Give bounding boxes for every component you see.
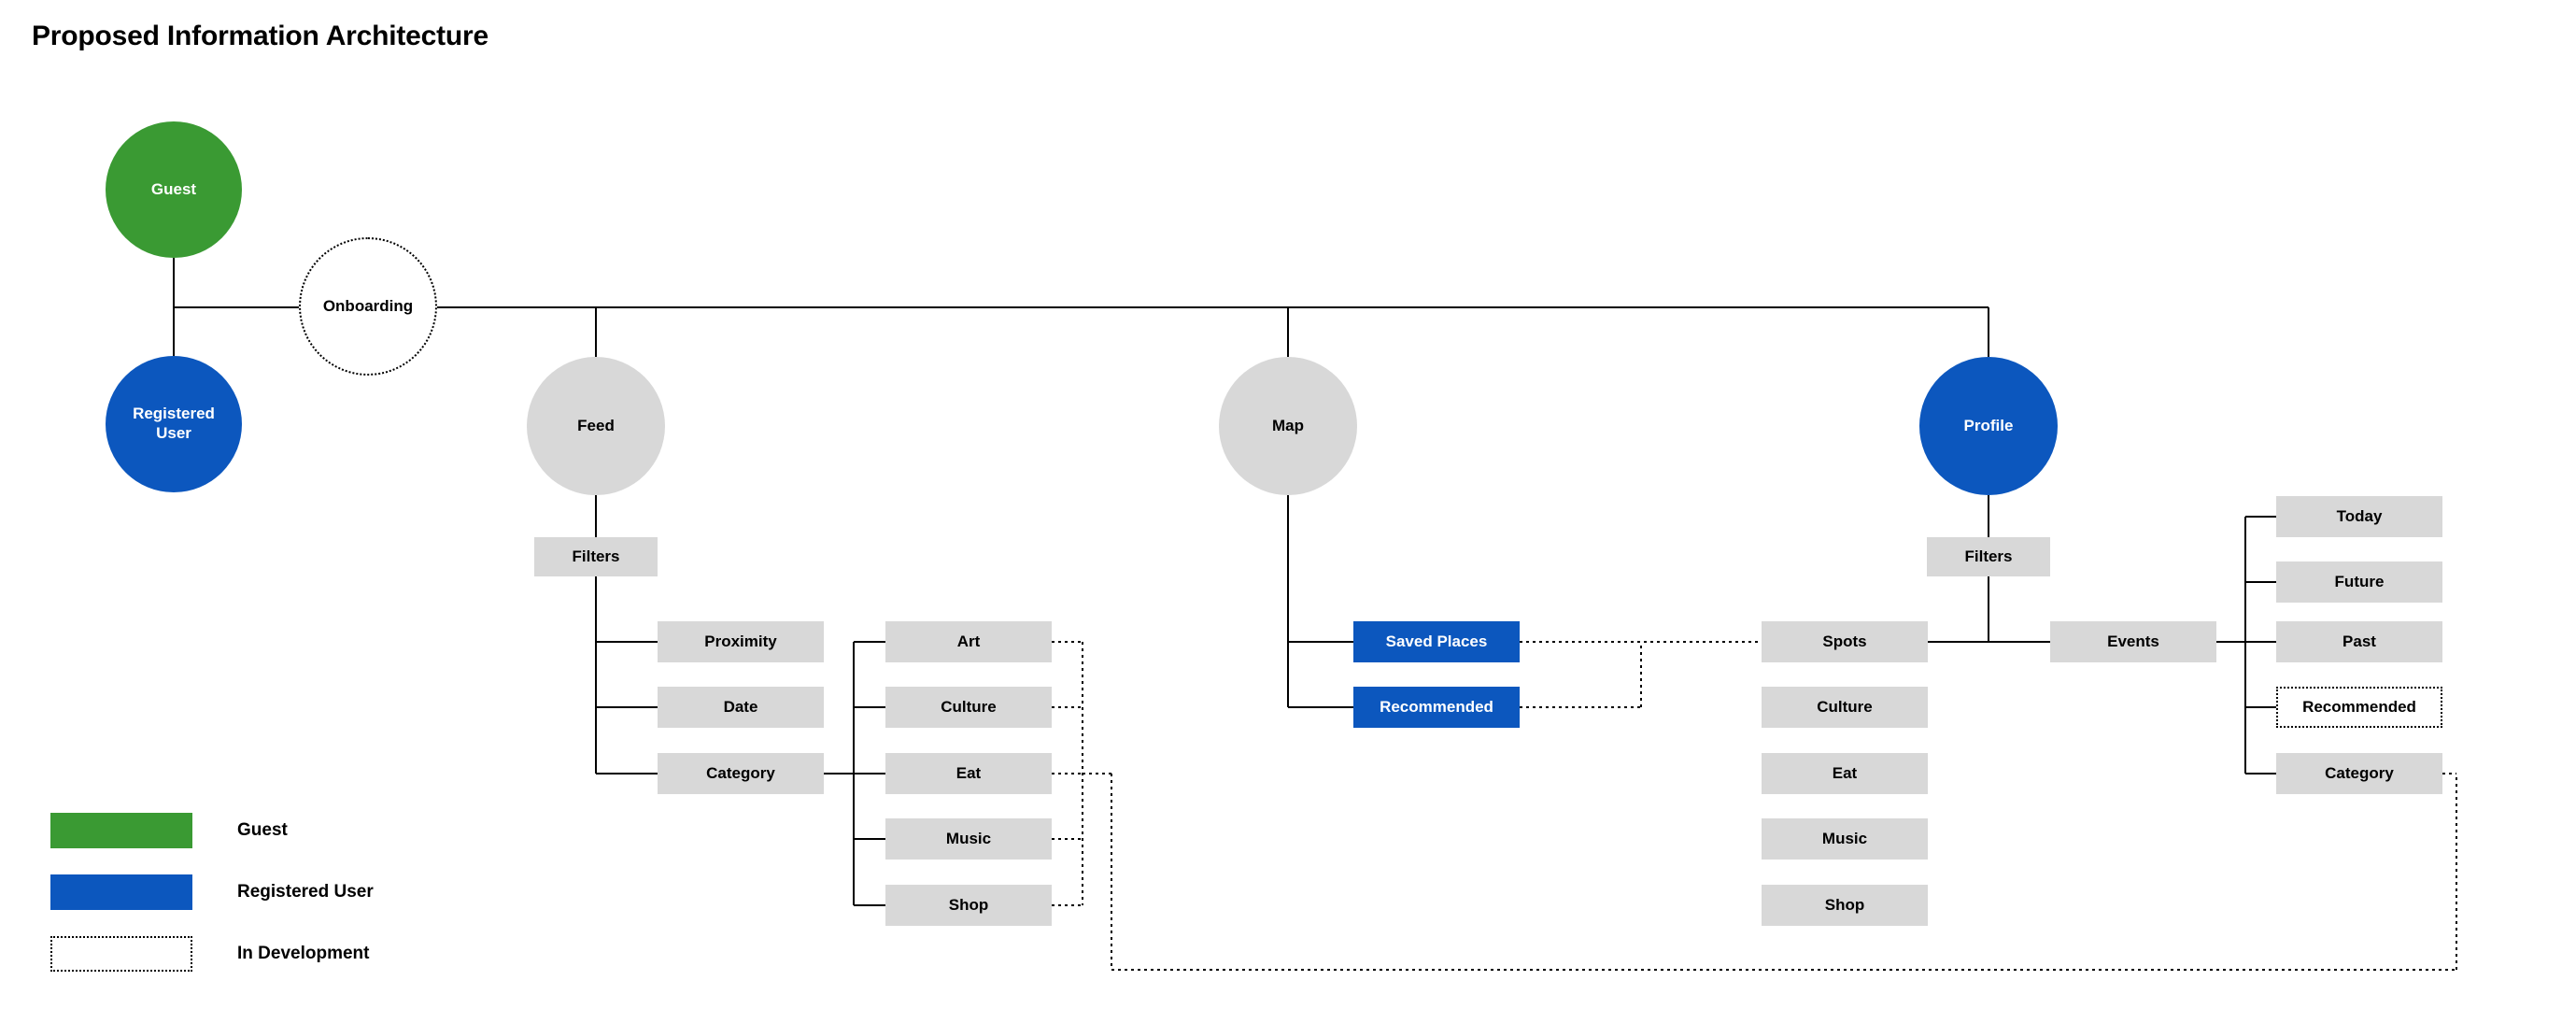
node-events-label: Events <box>2107 632 2159 650</box>
node-category-feed[interactable]: Category <box>658 753 824 794</box>
node-profile-filters-label: Filters <box>1964 547 2013 565</box>
node-recommended-map[interactable]: Recommended <box>1353 687 1520 728</box>
node-feed-label: Feed <box>577 416 615 434</box>
node-culture-feed[interactable]: Culture <box>885 687 1052 728</box>
node-culture-profile-label: Culture <box>1817 697 1873 716</box>
legend-item-guest: Guest <box>50 800 374 861</box>
node-today[interactable]: Today <box>2276 496 2442 537</box>
node-eat-feed-label: Eat <box>955 763 982 782</box>
node-eat-profile[interactable]: Eat <box>1762 753 1928 794</box>
node-eat-feed[interactable]: Eat <box>885 753 1052 794</box>
node-saved-places[interactable]: Saved Places <box>1353 621 1520 662</box>
node-profile-label: Profile <box>1963 416 2014 434</box>
page-title: Proposed Information Architecture <box>32 21 489 51</box>
node-proximity[interactable]: Proximity <box>658 621 824 662</box>
legend-label-guest: Guest <box>237 820 288 840</box>
node-past[interactable]: Past <box>2276 621 2442 662</box>
node-recommended-map-label: Recommended <box>1380 697 1493 716</box>
legend-swatch-in-development <box>50 936 192 972</box>
node-shop-feed-label: Shop <box>948 895 989 914</box>
node-profile-filters[interactable]: Filters <box>1927 537 2050 576</box>
node-map-label: Map <box>1272 416 1304 434</box>
node-category-profile-label: Category <box>2325 763 2394 782</box>
node-spots-label: Spots <box>1822 632 1867 650</box>
node-registered-user-label: Registered User <box>133 405 215 442</box>
node-music-feed-label: Music <box>945 829 992 847</box>
node-spots[interactable]: Spots <box>1762 621 1928 662</box>
legend: Guest Registered User In Development <box>50 800 374 985</box>
node-date-label: Date <box>723 697 758 716</box>
legend-swatch-guest <box>50 813 192 848</box>
node-map[interactable]: Map <box>1219 357 1357 495</box>
node-music-profile[interactable]: Music <box>1762 818 1928 860</box>
node-past-label: Past <box>2342 632 2376 650</box>
node-saved-places-label: Saved Places <box>1385 632 1488 650</box>
node-eat-profile-label: Eat <box>1832 763 1858 782</box>
node-registered-user[interactable]: Registered User <box>106 356 242 492</box>
legend-item-registered-user: Registered User <box>50 861 374 923</box>
node-shop-profile-label: Shop <box>1824 895 1865 914</box>
legend-label-in-development: In Development <box>237 944 370 963</box>
node-feed-filters-label: Filters <box>572 547 620 565</box>
node-guest-label: Guest <box>150 179 197 198</box>
node-art[interactable]: Art <box>885 621 1052 662</box>
node-music-feed[interactable]: Music <box>885 818 1052 860</box>
node-category-feed-label: Category <box>706 763 775 782</box>
node-profile[interactable]: Profile <box>1919 357 2058 495</box>
node-feed-filters[interactable]: Filters <box>534 537 658 576</box>
legend-label-registered-user: Registered User <box>237 882 374 902</box>
node-future[interactable]: Future <box>2276 561 2442 603</box>
node-music-profile-label: Music <box>1821 829 1868 847</box>
node-category-profile[interactable]: Category <box>2276 753 2442 794</box>
legend-swatch-registered-user <box>50 874 192 910</box>
node-date[interactable]: Date <box>658 687 824 728</box>
node-onboarding[interactable]: Onboarding <box>299 237 437 376</box>
node-events[interactable]: Events <box>2050 621 2216 662</box>
node-recommended-profile-label: Recommended <box>2302 697 2416 716</box>
node-proximity-label: Proximity <box>704 632 777 650</box>
node-shop-feed[interactable]: Shop <box>885 885 1052 926</box>
legend-item-in-development: In Development <box>50 923 374 985</box>
node-guest[interactable]: Guest <box>106 121 242 258</box>
node-onboarding-label: Onboarding <box>322 296 414 315</box>
node-future-label: Future <box>2334 572 2385 590</box>
node-culture-profile[interactable]: Culture <box>1762 687 1928 728</box>
node-culture-feed-label: Culture <box>941 697 997 716</box>
node-feed[interactable]: Feed <box>527 357 665 495</box>
node-recommended-profile[interactable]: Recommended <box>2276 687 2442 728</box>
node-art-label: Art <box>956 632 981 650</box>
node-today-label: Today <box>2336 506 2383 525</box>
node-shop-profile[interactable]: Shop <box>1762 885 1928 926</box>
